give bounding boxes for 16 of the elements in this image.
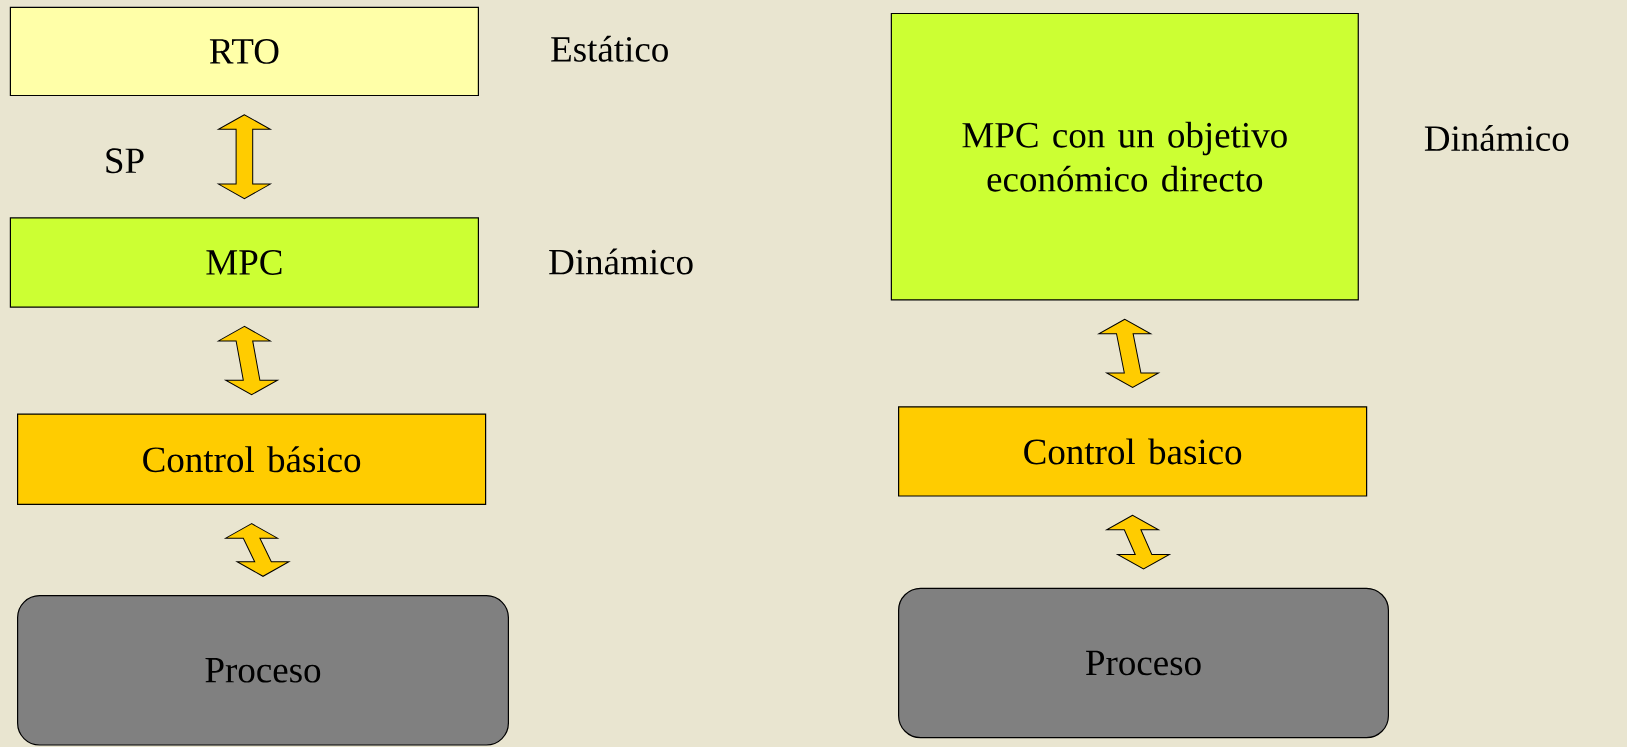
double-arrow	[218, 325, 278, 396]
level-label: SP	[106, 148, 144, 174]
level-label: Dinámico	[549, 248, 693, 275]
process-box: Control basico	[898, 406, 1368, 497]
double-arrow	[225, 523, 290, 577]
process-box: MPC con un objetivo económico directo	[890, 12, 1359, 301]
process-box: Control básico	[17, 413, 487, 505]
double-arrow	[1106, 514, 1170, 570]
level-label: Estático	[551, 35, 668, 62]
process-block: Proceso	[898, 587, 1389, 739]
process-box: MPC	[9, 217, 479, 308]
process-box: RTO	[9, 6, 479, 97]
level-label: Dinámico	[1424, 124, 1569, 152]
double-arrow	[218, 114, 271, 200]
process-block: Proceso	[17, 595, 509, 746]
double-arrow	[1098, 318, 1159, 388]
